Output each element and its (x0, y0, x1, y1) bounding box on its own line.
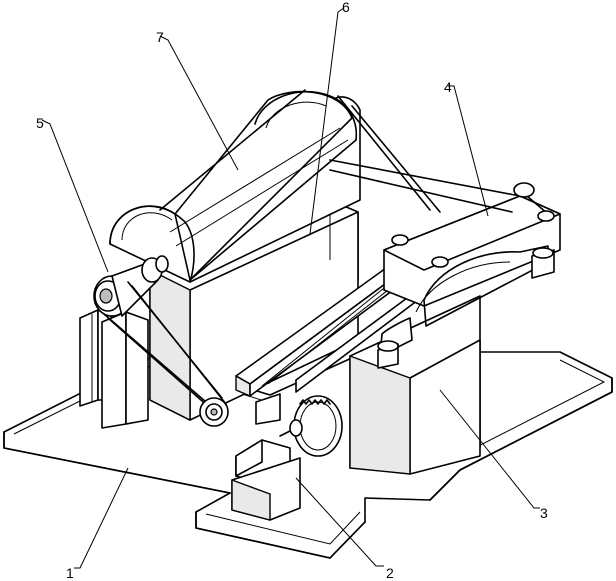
bolt-4 (538, 211, 554, 221)
label-part-1: 1 (66, 565, 74, 581)
leader-1 (74, 468, 128, 568)
bolt-1 (392, 235, 408, 245)
bolt-2 (432, 257, 448, 267)
support-block (350, 296, 480, 474)
label-part-3: 3 (540, 505, 548, 521)
lower-pulley (200, 398, 228, 426)
label-part-4: 4 (444, 79, 452, 95)
label-part-6: 6 (342, 0, 350, 15)
bolt-3 (514, 183, 534, 197)
label-part-5: 5 (36, 115, 44, 131)
leader-4 (448, 86, 488, 216)
leader-5 (42, 120, 108, 272)
label-part-7: 7 (156, 29, 164, 45)
label-part-2: 2 (386, 565, 394, 581)
